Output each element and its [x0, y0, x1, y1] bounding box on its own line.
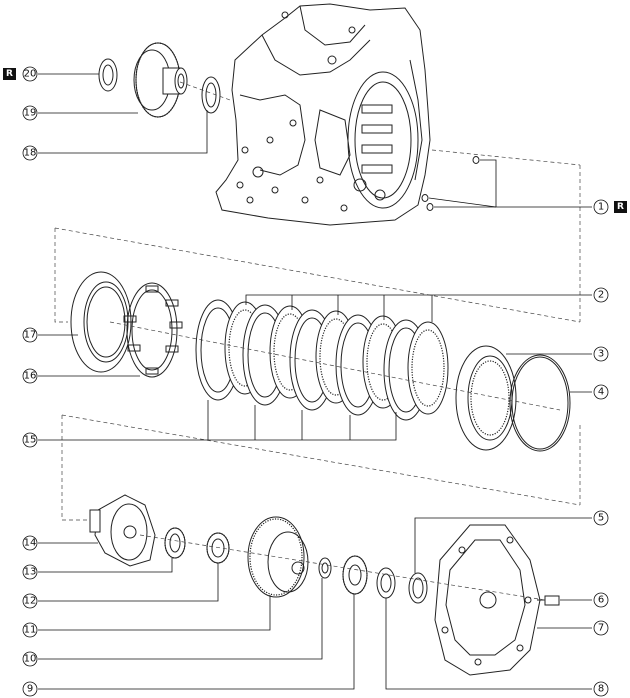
callout-20: 20 — [22, 66, 38, 82]
callout-number: 9 — [27, 684, 33, 695]
callout-number: 18 — [24, 148, 37, 159]
callout-number: 13 — [24, 567, 37, 578]
callout-9: 9 — [22, 681, 38, 697]
callout-number: 4 — [598, 387, 604, 398]
replace-badge-top-left: R — [3, 68, 16, 80]
callout-13: 13 — [22, 564, 38, 580]
callout-4: 4 — [593, 384, 609, 400]
callout-18: 18 — [22, 145, 38, 161]
callout-6: 6 — [593, 592, 609, 608]
callout-5: 5 — [593, 510, 609, 526]
callout-number: 2 — [598, 290, 604, 301]
leader-lines — [38, 73, 592, 690]
callout-number: 1 — [598, 202, 604, 213]
callout-number: 15 — [24, 435, 37, 446]
planetary-group — [89, 494, 560, 676]
replace-badge-label: R — [6, 69, 13, 79]
callout-10: 10 — [22, 651, 38, 667]
callout-16: 16 — [22, 368, 38, 384]
callout-17: 17 — [22, 327, 38, 343]
replace-badge-right: R — [614, 201, 627, 213]
callout-number: 17 — [24, 330, 37, 341]
callout-number: 19 — [24, 108, 37, 119]
callout-12: 12 — [22, 593, 38, 609]
replace-badge-label: R — [617, 202, 624, 212]
callout-number: 16 — [24, 371, 37, 382]
callout-15: 15 — [22, 432, 38, 448]
o-ring-set — [421, 156, 480, 211]
callout-3: 3 — [593, 346, 609, 362]
callout-11: 11 — [22, 622, 38, 638]
callout-number: 20 — [24, 69, 37, 80]
callout-number: 11 — [24, 625, 37, 636]
callout-number: 10 — [24, 654, 37, 665]
callout-1: 1 — [593, 199, 609, 215]
callout-number: 14 — [24, 538, 37, 549]
callout-number: 12 — [24, 596, 37, 607]
callout-number: 8 — [598, 684, 604, 695]
callout-14: 14 — [22, 535, 38, 551]
callout-8: 8 — [593, 681, 609, 697]
callout-number: 3 — [598, 349, 604, 360]
callout-number: 7 — [598, 623, 604, 634]
callout-number: 6 — [598, 595, 604, 606]
callout-2: 2 — [593, 287, 609, 303]
clutch-pack — [70, 271, 571, 452]
callout-7: 7 — [593, 620, 609, 636]
counter-gear-group — [98, 42, 221, 118]
assembly-guides — [54, 81, 581, 601]
transmission-case — [215, 3, 431, 226]
callout-number: 5 — [598, 513, 604, 524]
callout-19: 19 — [22, 105, 38, 121]
